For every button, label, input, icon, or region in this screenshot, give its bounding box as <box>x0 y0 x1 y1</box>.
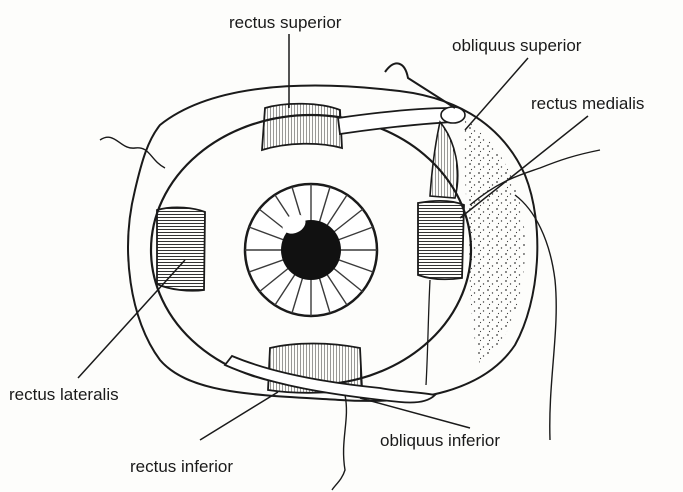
rectus-medialis-muscle <box>418 201 464 279</box>
rectus-lateralis-muscle <box>157 207 205 290</box>
leader-rectus-lateralis <box>78 260 185 378</box>
vessel-medial <box>426 280 430 385</box>
label-rectus-medialis: rectus medialis <box>531 95 644 112</box>
rectus-superior-muscle <box>262 104 342 150</box>
label-rectus-lateralis: rectus lateralis <box>9 386 119 403</box>
nerve-bottom <box>332 395 346 490</box>
label-rectus-superior: rectus superior <box>229 14 341 31</box>
label-obliquus-superior: obliquus superior <box>452 37 581 54</box>
leader-rectus-inferior <box>200 392 278 440</box>
obliquus-superior-extension <box>385 63 455 108</box>
obliquus-superior-tendon <box>338 108 452 134</box>
trochlea <box>441 107 465 123</box>
label-obliquus-inferior: obliquus inferior <box>380 432 500 449</box>
nerve-left <box>100 137 165 168</box>
obliquus-superior-muscle <box>430 122 458 198</box>
label-rectus-inferior: rectus inferior <box>130 458 233 475</box>
leader-obliquus-superior <box>465 58 528 130</box>
